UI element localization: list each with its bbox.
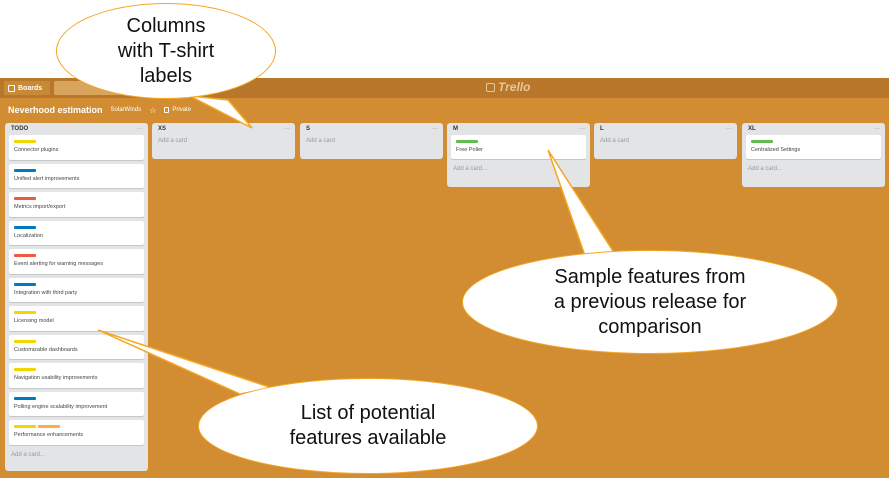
- sample-callout-line-2: a previous release for: [553, 290, 747, 313]
- add-card-link[interactable]: Add a card...: [453, 166, 488, 172]
- card-title: Free Poller: [456, 147, 483, 153]
- list-title[interactable]: L: [600, 126, 604, 132]
- add-card-link[interactable]: Add a card: [306, 138, 336, 144]
- lock-icon: [164, 107, 170, 113]
- card-title: Metrics import/export: [14, 204, 66, 210]
- card-label: [14, 282, 36, 286]
- list-menu-icon[interactable]: ···: [432, 126, 438, 132]
- sample-callout-line-3: comparison: [598, 315, 702, 338]
- columns-callout-line-2: with T-shirt: [117, 39, 215, 62]
- card-label: [14, 368, 36, 371]
- visibility-button[interactable]: Private: [164, 107, 191, 113]
- list-header: XL ···: [742, 123, 885, 135]
- list-title[interactable]: XL: [748, 126, 756, 132]
- sample-features-callout: Sample features from a previous release …: [462, 250, 838, 354]
- card[interactable]: Navigation usability improvements: [9, 363, 144, 388]
- trello-logo[interactable]: Trello: [486, 80, 530, 94]
- star-icon[interactable]: ☆: [149, 105, 157, 115]
- card-label: [14, 254, 36, 257]
- card-title: Event alerting for warning messages: [14, 261, 103, 267]
- card[interactable]: Connector plugins: [9, 135, 144, 160]
- card-title: Licensing model: [14, 318, 54, 324]
- card[interactable]: Performance enhancements: [9, 420, 144, 445]
- boards-button[interactable]: Boards: [4, 81, 50, 95]
- card-label: [751, 140, 773, 143]
- card-label: [14, 311, 36, 314]
- card-title: Customizable dashboards: [14, 346, 78, 353]
- card-title: Localization: [14, 232, 44, 239]
- card-title: Polling engine scalability improvement: [14, 403, 108, 410]
- list-title[interactable]: S: [306, 126, 311, 132]
- card[interactable]: Polling engine scalability improvement: [9, 391, 144, 416]
- card-label: [14, 168, 36, 172]
- logo-text: Trello: [498, 80, 531, 94]
- list-menu-icon[interactable]: ···: [874, 126, 880, 132]
- columns-callout-tail: [189, 95, 253, 129]
- card[interactable]: Free Poller: [451, 135, 586, 159]
- board-header: Neverhood estimation SolarWinds ☆ Privat…: [0, 100, 889, 120]
- visibility-label: Private: [172, 107, 192, 113]
- card-title: Centralized Settings: [751, 147, 801, 153]
- card[interactable]: Metrics import/export: [9, 192, 144, 217]
- list-menu-icon[interactable]: ···: [726, 126, 732, 132]
- sample-callout-line-1: Sample features from: [554, 265, 746, 288]
- list-menu-icon[interactable]: ···: [284, 126, 290, 132]
- list-menu-icon[interactable]: ···: [137, 126, 143, 132]
- board-title[interactable]: Neverhood estimation: [8, 105, 103, 115]
- list-callout-line-2: features available: [289, 427, 447, 449]
- card[interactable]: Integration with third party: [9, 277, 144, 302]
- card-title: Integration with third party: [14, 289, 78, 296]
- columns-callout-line-1: Columns: [126, 14, 206, 37]
- card-label: [14, 225, 36, 229]
- team-name[interactable]: SolarWinds: [110, 107, 142, 113]
- card-label: [14, 425, 36, 428]
- add-card-link[interactable]: Add a card: [600, 138, 630, 144]
- card-title: Connector plugins: [14, 147, 59, 153]
- list-menu-icon[interactable]: ···: [579, 126, 585, 132]
- list-header: TODO ···: [5, 123, 148, 135]
- card[interactable]: Unified alert improvements: [9, 163, 144, 188]
- columns-callout: Columns with T-shirt labels: [56, 3, 276, 99]
- card-label: [14, 197, 36, 200]
- card-title: Unified alert improvements: [14, 175, 80, 182]
- list-callout-tail: [97, 329, 275, 395]
- list-title[interactable]: TODO: [11, 126, 29, 132]
- list-header: XS ···: [152, 123, 295, 135]
- card[interactable]: Localization: [9, 220, 144, 245]
- card-label: [456, 140, 478, 143]
- list-header: M ···: [447, 123, 590, 135]
- list-header: L ···: [594, 123, 737, 135]
- list-s: S ··· Add a card: [300, 123, 443, 159]
- card-title: Performance enhancements: [14, 432, 84, 438]
- list-title[interactable]: M: [453, 126, 458, 132]
- card-label: [14, 339, 36, 343]
- card[interactable]: Licensing model: [9, 306, 144, 331]
- card-label: [14, 140, 36, 143]
- card-label: [14, 396, 36, 400]
- add-card-link[interactable]: Add a card...: [11, 451, 46, 458]
- trello-logo-icon: [486, 82, 495, 92]
- columns-callout-line-3: labels: [139, 64, 193, 87]
- add-card-link[interactable]: Add a card: [158, 138, 188, 144]
- list-xs: XS ··· Add a card: [152, 123, 295, 159]
- boards-icon: [8, 84, 15, 92]
- list-title[interactable]: XS: [158, 126, 167, 132]
- boards-label: Boards: [18, 84, 43, 92]
- card-label: [38, 425, 60, 428]
- card-title: Navigation usability improvements: [14, 375, 98, 381]
- card[interactable]: Event alerting for warning messages: [9, 249, 144, 274]
- list-l: L ··· Add a card: [594, 123, 737, 159]
- list-callout-line-1: List of potential: [300, 402, 436, 424]
- card[interactable]: Centralized Settings: [746, 135, 881, 159]
- potential-features-callout: List of potential features available: [198, 378, 538, 474]
- add-card-link[interactable]: Add a card...: [748, 166, 783, 172]
- list-header: S ···: [300, 123, 443, 135]
